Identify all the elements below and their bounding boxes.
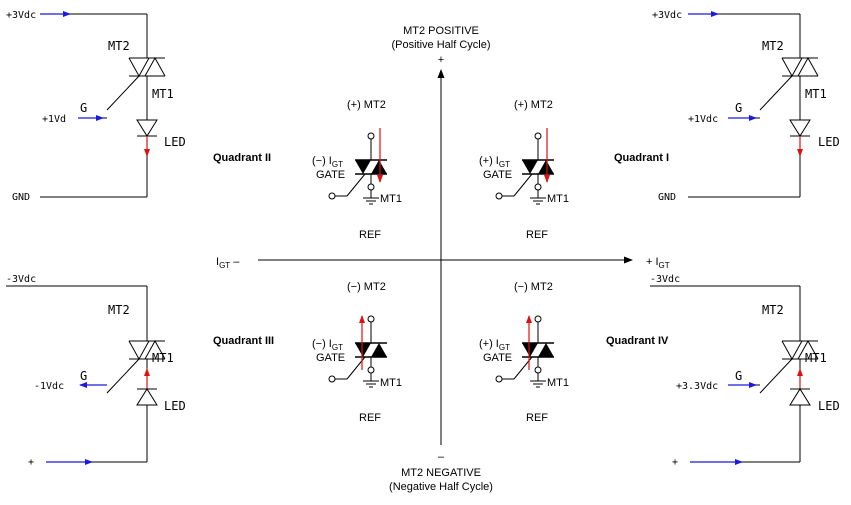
bl-supply-label: -3Vdc <box>6 274 36 285</box>
bl-led-label: LED <box>164 399 186 413</box>
bl-mt1-label: MT1 <box>152 351 174 365</box>
q3-mt1-label: MT1 <box>380 377 402 389</box>
bottom-sign: – <box>438 451 445 463</box>
bottom-subtitle: (Negative Half Cycle) <box>389 481 493 493</box>
circuit-bottom-left: -3Vdc MT2 MT1 G -1Vdc LED + <box>6 274 186 468</box>
q3-gate-label: GATE <box>316 352 345 364</box>
q3-ref-label: REF <box>359 412 381 424</box>
quadrant-iii-label: Quadrant III <box>213 335 274 347</box>
tl-bottom-label: GND <box>12 192 30 203</box>
tl-mt2-label: MT2 <box>108 39 130 53</box>
tr-bottom-label: GND <box>658 192 676 203</box>
q4-mt1-label: MT1 <box>547 377 569 389</box>
bl-gate-voltage: -1Vdc <box>34 381 64 392</box>
right-axis-label: + IGT <box>646 256 670 270</box>
br-mt1-label: MT1 <box>805 351 827 365</box>
tl-supply-label: +3Vdc <box>6 10 36 21</box>
q2-mt1-label: MT1 <box>380 193 402 205</box>
tr-gate-voltage: +1Vdc <box>688 114 718 125</box>
circuit-top-left: +3Vdc MT2 MT1 G +1Vd LED GND <box>6 10 186 203</box>
top-title: MT2 POSITIVE <box>403 25 479 37</box>
br-bottom-label: + <box>672 457 678 468</box>
quadrant-i-triac: (+) MT2 (+) IGT GATE MT1 REF <box>479 99 569 241</box>
tl-led-label: LED <box>164 135 186 149</box>
q3-mt2-label: (−) MT2 <box>347 281 386 293</box>
q3-igt-label: (−) IGT <box>312 338 343 352</box>
q1-gate-label: GATE <box>483 169 512 181</box>
q2-gate-label: GATE <box>316 169 345 181</box>
bl-g-label: G <box>80 369 87 383</box>
q2-ref-label: REF <box>359 229 381 241</box>
tr-supply-label: +3Vdc <box>652 10 682 21</box>
tl-g-label: G <box>80 101 87 115</box>
q1-mt2-label: (+) MT2 <box>514 99 553 111</box>
q1-igt-label: (+) IGT <box>479 155 510 169</box>
top-sign: + <box>438 54 444 66</box>
quadrant-ii-triac: (+) MT2 (−) IGT GATE MT1 REF <box>312 99 402 241</box>
q2-mt2-label: (+) MT2 <box>347 99 386 111</box>
quadrant-iv-triac: (−) MT2 (+) IGT GATE MT1 REF <box>479 281 569 424</box>
br-led-label: LED <box>818 399 840 413</box>
br-supply-label: -3Vdc <box>650 274 680 285</box>
br-mt2-label: MT2 <box>762 303 784 317</box>
tl-gate-voltage: +1Vd <box>42 114 66 125</box>
quadrant-iv-label: Quadrant IV <box>606 335 669 347</box>
tl-mt1-label: MT1 <box>152 87 174 101</box>
quadrant-ii-label: Quadrant II <box>213 152 271 164</box>
q1-mt1-label: MT1 <box>547 193 569 205</box>
circuit-top-right: +3Vdc MT2 MT1 G +1Vdc LED GND <box>652 10 840 203</box>
quadrant-iii-triac: (−) MT2 (−) IGT GATE MT1 REF <box>312 281 402 424</box>
left-axis-label: IGT – <box>216 256 240 270</box>
q2-igt-label: (−) IGT <box>312 155 343 169</box>
br-gate-voltage: +3.3Vdc <box>676 381 718 392</box>
q4-mt2-label: (−) MT2 <box>514 281 553 293</box>
bl-bottom-label: + <box>28 457 34 468</box>
q4-gate-label: GATE <box>483 352 512 364</box>
tr-mt2-label: MT2 <box>762 39 784 53</box>
tr-led-label: LED <box>818 135 840 149</box>
q4-igt-label: (+) IGT <box>479 338 510 352</box>
tr-g-label: G <box>735 101 742 115</box>
q4-ref-label: REF <box>526 412 548 424</box>
bl-mt2-label: MT2 <box>108 303 130 317</box>
bottom-title: MT2 NEGATIVE <box>401 467 481 479</box>
circuit-bottom-right: -3Vdc MT2 MT1 G +3.3Vdc LED + <box>650 274 840 468</box>
q1-ref-label: REF <box>526 229 548 241</box>
tr-mt1-label: MT1 <box>805 87 827 101</box>
br-g-label: G <box>735 369 742 383</box>
quadrant-i-label: Quadrant I <box>614 152 669 164</box>
top-subtitle: (Positive Half Cycle) <box>391 39 490 51</box>
